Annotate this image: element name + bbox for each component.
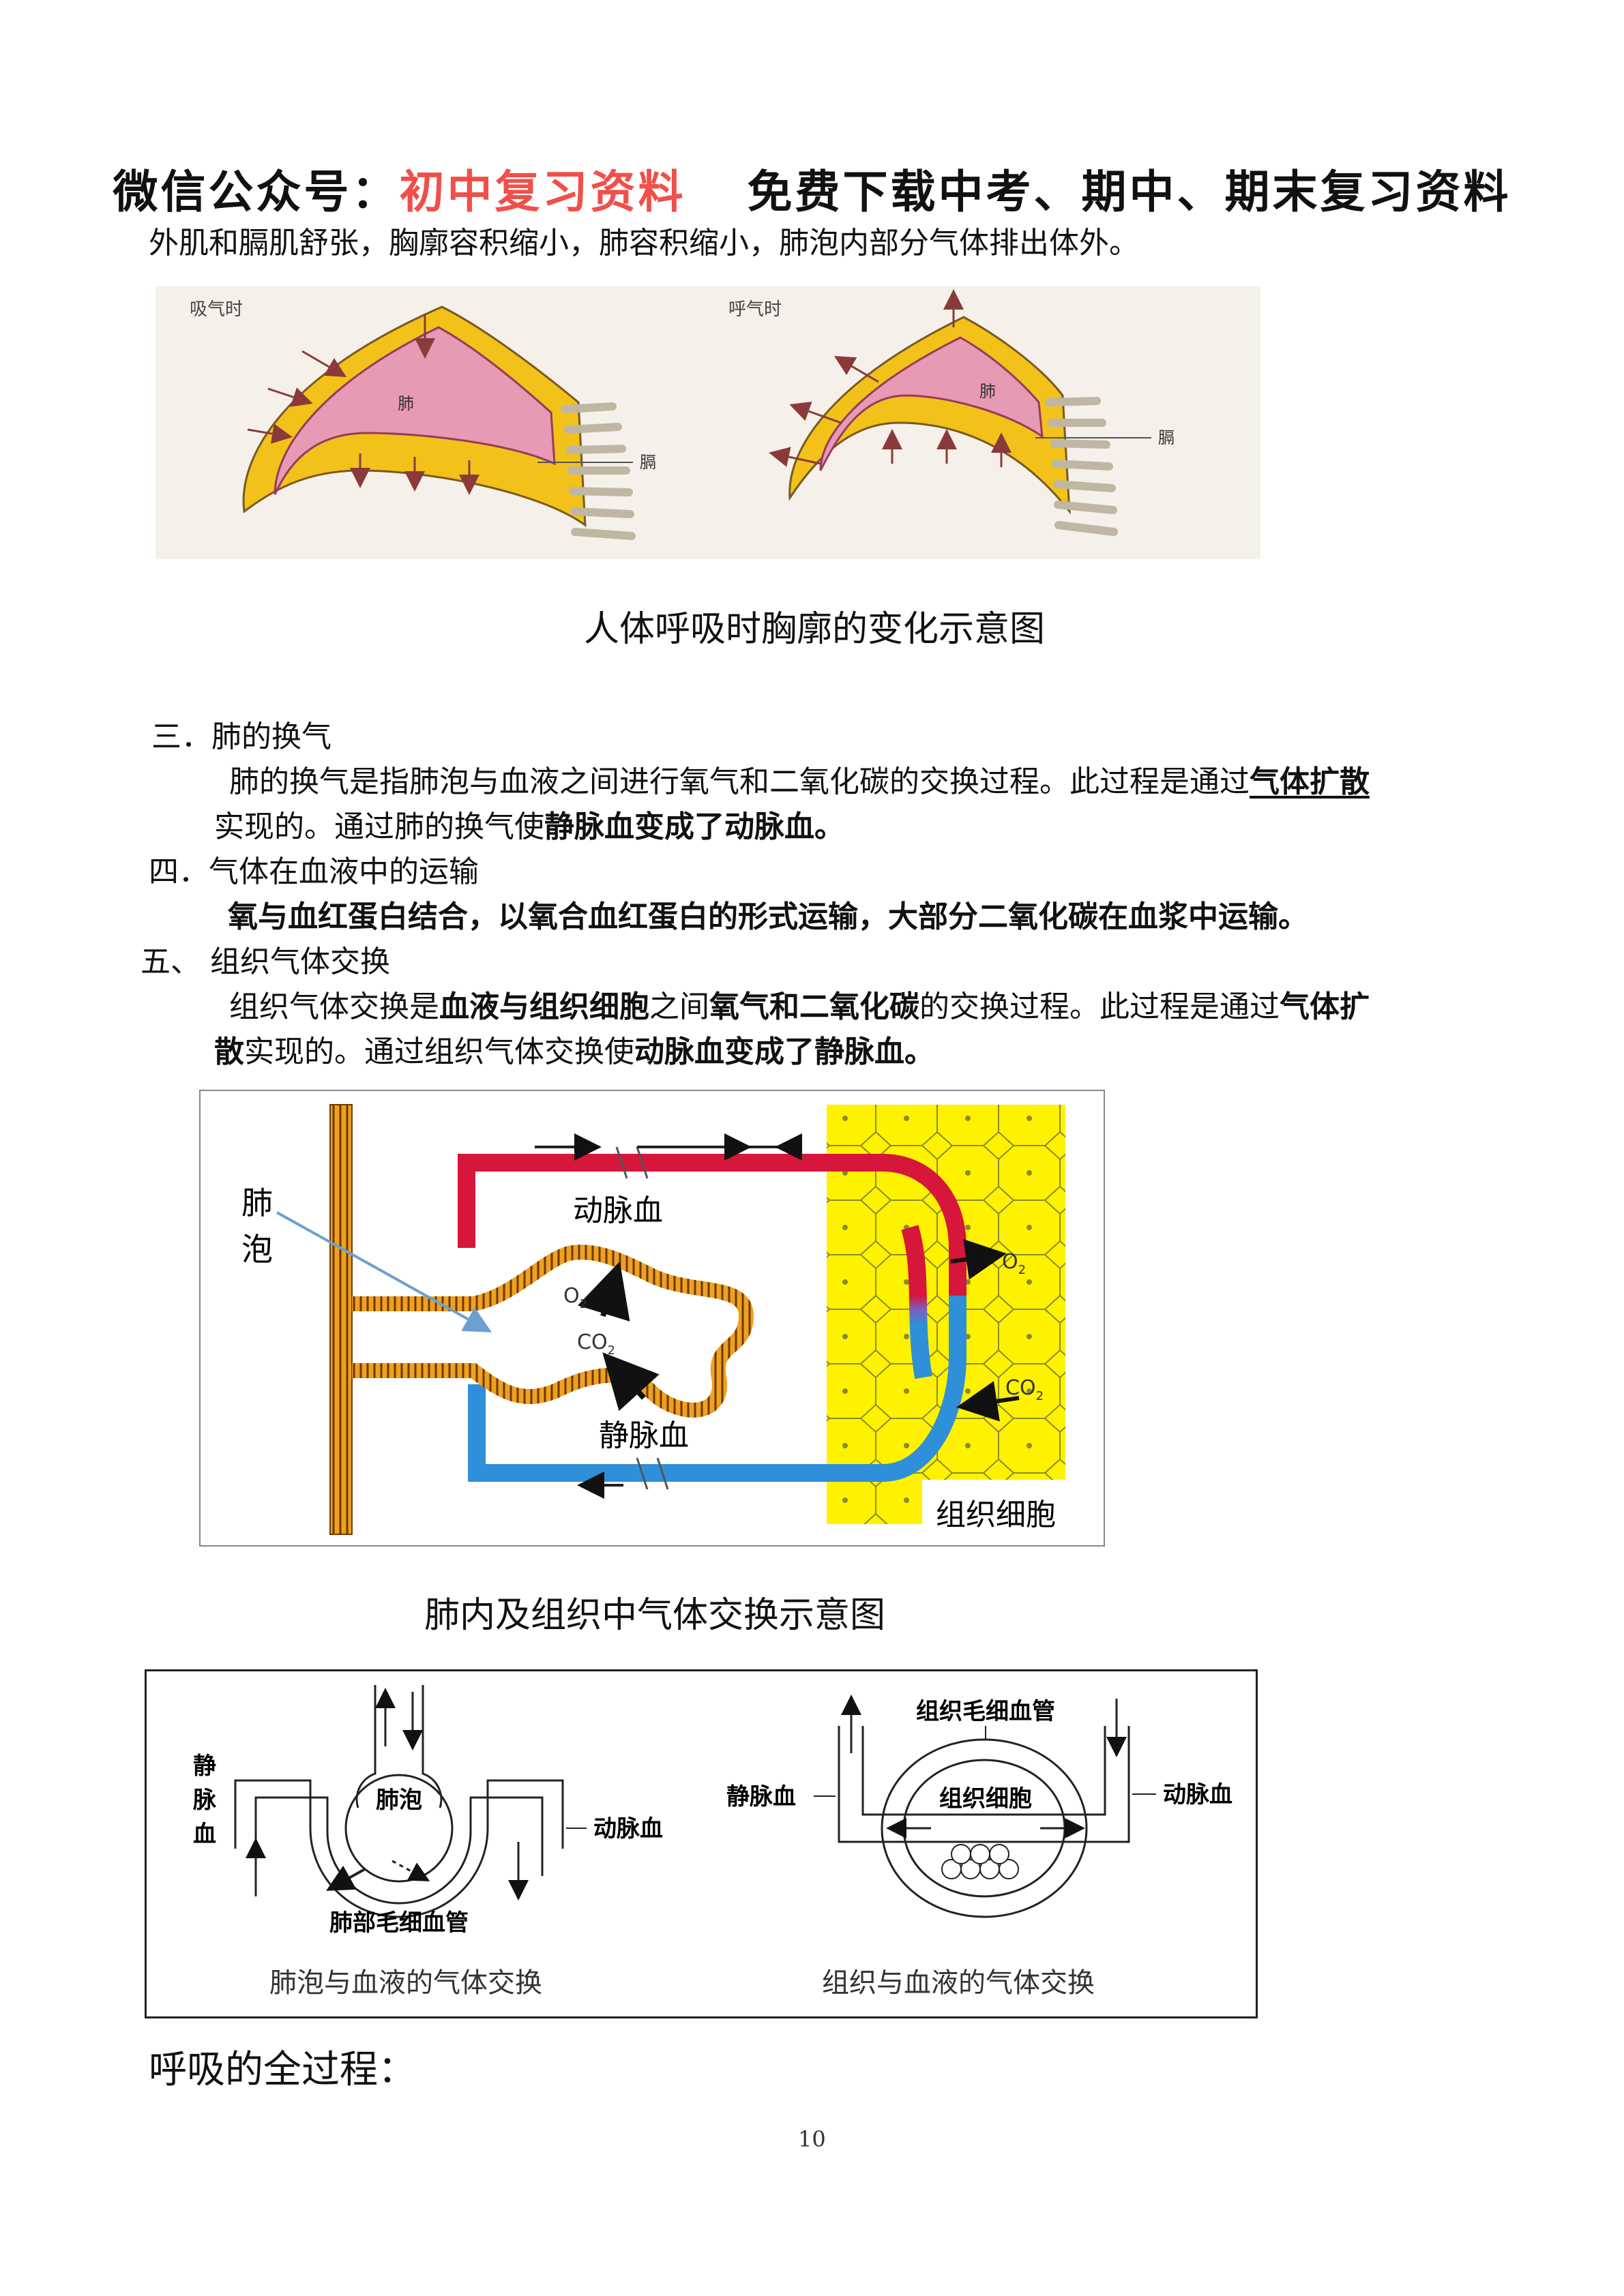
artery-label-right: 动脉血 [1163, 1781, 1232, 1808]
header-banner: 微信公众号：初中复习资料 免费下载中考、期中、期末复习资料 [0, 155, 1624, 221]
section5-heading: 五、 组织气体交换 [141, 944, 390, 979]
o2-tissue-arrow [950, 1239, 1007, 1280]
intro-line: 外肌和膈肌舒张，胸廓容积缩小，肺容积缩小，肺泡内部分气体排出体外。 [149, 226, 1139, 260]
artery-label: 动脉血 [573, 1193, 663, 1228]
vein-char-2: 脉 [193, 1787, 217, 1814]
alveolus-schematic [234, 1685, 564, 1918]
vein-label-right: 静脉血 [726, 1783, 796, 1810]
artery-label-left: 动脉血 [593, 1815, 663, 1843]
exhale-thorax [769, 289, 1151, 536]
alveolus-wall [352, 1244, 754, 1418]
co2-out-arrow [326, 1865, 366, 1891]
section5-line1: 组织气体交换是血液与组织细胞之间氧气和二氧化碳的交换过程。此过程是通过气体扩 [229, 989, 1370, 1024]
co2-tissue-label: CO2 [1005, 1376, 1044, 1403]
figure-exchange-schematic: 静 脉 血 肺泡 动脉血 肺部毛细血管 肺泡与血液的气体交换 组织毛细血管 静脉… [145, 1669, 1258, 2018]
caption-alveolus-exchange: 肺泡与血液的气体交换 [269, 1967, 542, 1999]
exhale-label: 呼气时 [728, 299, 782, 320]
o2-in-arrow [392, 1860, 430, 1881]
tissue-cells [827, 1105, 1065, 1524]
alveolus-pointer [276, 1211, 492, 1332]
caption-tissue-exchange: 组织与血液的气体交换 [822, 1967, 1095, 1999]
exchange-schematic: 静 脉 血 肺泡 动脉血 肺部毛细血管 肺泡与血液的气体交换 组织毛细血管 静脉… [193, 1685, 1232, 1999]
alveolus-label-2: 泡 [241, 1231, 273, 1268]
section5-line2: 散实现的。通过组织气体交换使动脉血变成了静脉血。 [214, 1034, 934, 1069]
tissue-cell-label: 组织细胞 [936, 1497, 1056, 1532]
inhale-label: 吸气时 [190, 299, 243, 320]
banner-account-label: 微信公众号： [113, 166, 400, 218]
alveolus-label-1: 肺 [241, 1184, 273, 1221]
thorax-diagram: 吸气时 肺 膈 呼气时 肺 膈 [190, 289, 1175, 540]
artery-vessel [458, 1154, 966, 1296]
figure2-caption: 肺内及组织中气体交换示意图 [424, 1595, 886, 1636]
co2-tissue-arrow [956, 1381, 1020, 1422]
diaphragm-label-exhale: 膈 [1158, 428, 1175, 447]
bronchus-wall [329, 1104, 353, 1535]
section3-line1: 肺的换气是指肺泡与血液之间进行氧气和二氧化碳的交换过程。此过程是通过气体扩散 [229, 764, 1370, 799]
inhale-thorax [242, 305, 636, 540]
tissue-cell-cluster [941, 1844, 1019, 1879]
alveolus-label: 肺泡 [376, 1787, 422, 1814]
vein-label: 静脉血 [599, 1418, 689, 1453]
term-gas-diffusion: 气体扩散 [1250, 764, 1370, 799]
gas-exchange-diagram: 肺 泡 动脉血 静脉血 O2 CO2 O2 CO2 组织细胞 [241, 1104, 1104, 1545]
capillary-gradient [901, 1225, 932, 1380]
term-vein-to-artery: 静脉血变成了动脉血。 [544, 809, 844, 844]
o2-diffusion-arrow [577, 1261, 630, 1322]
banner-slogan: 免费下载中考、期中、期末复习资料 [747, 166, 1511, 218]
figure-thorax-changes: 吸气时 肺 膈 呼气时 肺 膈 [156, 286, 1260, 559]
section4-body: 氧与血红蛋白结合，以氧合血红蛋白的形式运输，大部分二氧化碳在血浆中运输。 [228, 899, 1308, 934]
tissue-schematic [838, 1726, 1130, 1918]
lung-capillary-label: 肺部毛细血管 [329, 1909, 469, 1937]
vein-char-3: 血 [193, 1821, 216, 1848]
figure1-caption: 人体呼吸时胸廓的变化示意图 [584, 609, 1046, 650]
closing-heading: 呼吸的全过程： [149, 2048, 416, 2092]
lung-label-exhale: 肺 [979, 382, 996, 401]
o2-tissue-label: O2 [1002, 1250, 1026, 1277]
co2-lung-label: CO2 [577, 1330, 615, 1358]
page-number: 10 [798, 2126, 826, 2152]
section3-line2: 实现的。通过肺的换气使静脉血变成了动脉血。 [214, 809, 844, 844]
lung-label-inhale: 肺 [398, 394, 414, 413]
vein-char-1: 静 [193, 1753, 216, 1780]
figure-gas-exchange: 肺 泡 动脉血 静脉血 O2 CO2 O2 CO2 组织细胞 [199, 1090, 1105, 1547]
tissue-cell-schematic-label: 组织细胞 [939, 1785, 1032, 1813]
section4-heading: 四．气体在血液中的运输 [149, 854, 479, 889]
banner-account-name: 初中复习资料 [399, 166, 686, 218]
vein-vessel [468, 1296, 966, 1482]
diaphragm-label-inhale: 膈 [640, 453, 656, 472]
tissue-capillary-label: 组织毛细血管 [916, 1698, 1055, 1725]
co2-diffusion-arrow [602, 1352, 660, 1412]
o2-lung-label: O2 [563, 1284, 587, 1311]
section3-heading: 三．肺的换气 [151, 719, 331, 754]
